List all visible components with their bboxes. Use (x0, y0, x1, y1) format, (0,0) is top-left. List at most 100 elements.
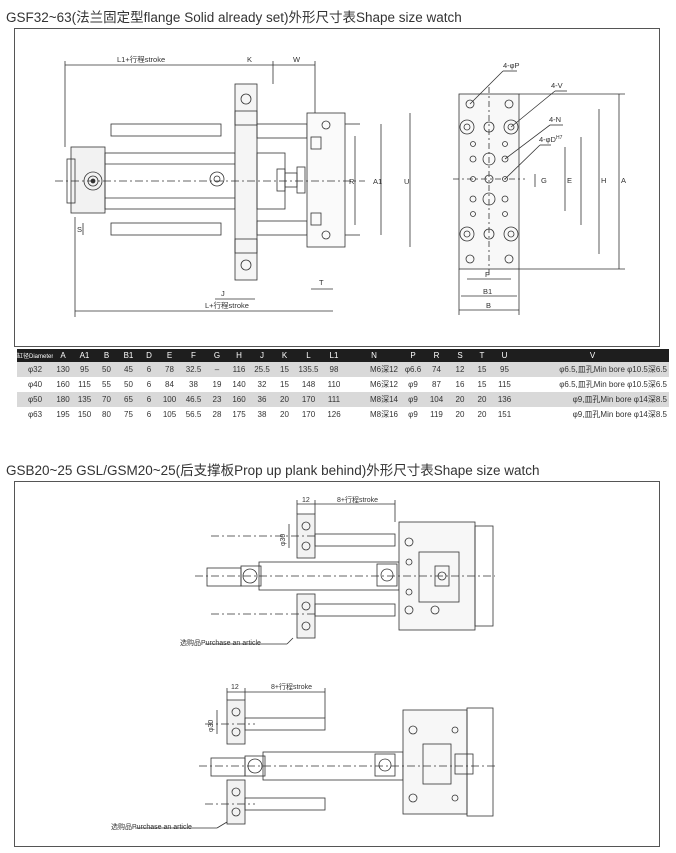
table-cell: 12 (449, 362, 471, 377)
phi30-bottom-label: φ30 (208, 720, 215, 732)
table-cell: 36 (250, 392, 274, 407)
table-cell: 20 (477, 410, 487, 419)
table-cell: 20 (274, 392, 295, 407)
table-cell: 50 (96, 362, 117, 377)
gsf-technical-drawing: L1+行程stroke K W S R A1 U J T L+行程stroke (55, 54, 626, 317)
table-cell: 32.5 (181, 362, 206, 377)
table-cell: 38 (257, 410, 267, 419)
table-cell: 20 (280, 410, 289, 419)
table-cell: φ40 (27, 380, 43, 389)
table-cell: 16 (455, 380, 465, 389)
stroke-bottom-label: 8+行程stroke (271, 682, 312, 691)
table-cell: M8深14 (346, 392, 402, 407)
header-cell: 缸径Diameter (17, 349, 53, 362)
header-cell: A1 (73, 349, 96, 362)
g-label: G (541, 176, 547, 185)
purchase-bottom-label: 选购品Purchase an article (111, 822, 192, 831)
table-cell: 25.5 (250, 362, 274, 377)
table-cell: M8深16 (369, 410, 398, 419)
table-cell: 74 (424, 362, 449, 377)
table-cell: φ9,皿孔Min bore φ14深8.5 (516, 392, 669, 407)
table-cell: 15 (280, 380, 289, 389)
table-cell: 136 (493, 392, 516, 407)
rear-support-bottom-lower (226, 779, 246, 825)
header-cell: F (181, 349, 206, 362)
table-cell: 19 (212, 380, 222, 389)
drawing-frame-gsb: 12 8+行程stroke φ30 选购品Purchase an article (14, 481, 660, 847)
table-cell: 135 (73, 392, 96, 407)
table-cell: 115 (498, 380, 511, 389)
header-cell: B (96, 349, 117, 362)
table-cell: 130 (53, 362, 73, 377)
table-cell: φ32 (17, 362, 53, 377)
table-cell: 170 (295, 392, 322, 407)
stroke-top-label: 8+行程stroke (337, 495, 378, 504)
gsb-technical-drawing: 12 8+行程stroke φ30 选购品Purchase an article (111, 495, 495, 831)
spec-table: 缸径Diameter A A1 B B1 D E F G H J K L L1 … (17, 349, 669, 422)
table-cell: 95 (493, 362, 516, 377)
rear-support-top-lower (296, 593, 316, 639)
header-cell: N (346, 349, 402, 362)
header-cell: G (206, 349, 228, 362)
table-cell: 6 (146, 380, 152, 389)
table-cell: 6 (140, 362, 158, 377)
header-cell: J (250, 349, 274, 362)
table-cell: 87 (432, 380, 441, 389)
body-block-bottom (402, 709, 468, 815)
section2-title: GSB20~25 GSL/GSM20~25(后支撑板Prop up plank … (6, 463, 540, 478)
w-label: W (293, 55, 301, 64)
table-cell: 119 (430, 410, 443, 419)
table-cell: 150 (77, 410, 92, 419)
table-cell: 100 (158, 392, 181, 407)
table-cell: φ6.5,皿孔Min bore φ10.5深6.5 (516, 362, 669, 377)
header-cell: A (53, 349, 73, 362)
table-cell: φ63 (27, 410, 43, 419)
guide-rod-top (110, 123, 222, 137)
table-cell: 80 (102, 410, 111, 419)
l-stroke-label: L+行程stroke (205, 300, 249, 310)
b-label: B (486, 301, 491, 310)
drawing-frame-gsf: L1+行程stroke K W S R A1 U J T L+行程stroke (14, 28, 660, 347)
table-cell: 15 (471, 362, 493, 377)
t-label: T (319, 278, 324, 287)
table-cell: φ6.5,皿孔Min bore φ10.5深6.5 (559, 380, 667, 389)
dim-12-top: 12 (302, 497, 310, 504)
table-cell: 126 (327, 410, 341, 419)
table-cell: 111 (322, 392, 346, 407)
table-header-row: 缸径Diameter A A1 B B1 D E F G H J K L L1 … (17, 349, 669, 362)
section1-title: GSF32~63(法兰固定型flange Solid already set)外… (6, 10, 462, 25)
table-cell: 116 (228, 362, 250, 377)
table-cell: 115 (78, 380, 91, 389)
f-label: F (485, 270, 490, 279)
table-cell: 20 (455, 410, 465, 419)
a1-label: A1 (373, 177, 382, 186)
guide-rod-bottom (110, 222, 222, 236)
header-cell: H (228, 349, 250, 362)
four-d-label: 4-φDH7 (539, 135, 563, 144)
r-label: R (349, 177, 355, 186)
four-p-label: 4-φP (503, 61, 520, 70)
b1-label: B1 (483, 287, 492, 296)
table-cell: 20 (471, 392, 493, 407)
header-cell: L (295, 349, 322, 362)
table-cell: φ6.6 (402, 362, 424, 377)
table-cell: 6 (140, 392, 158, 407)
table-cell: 75 (124, 410, 133, 419)
phi30-top-label: φ30 (280, 534, 287, 546)
u-label: U (404, 177, 409, 186)
flange-plate (234, 83, 258, 281)
table-cell: 70 (96, 392, 117, 407)
l1-stroke-label: L1+行程stroke (117, 54, 165, 64)
table-cell: 50 (124, 380, 133, 389)
table-cell: 195 (56, 410, 70, 419)
table-cell: 148 (301, 380, 316, 389)
header-cell: K (274, 349, 295, 362)
s-label: S (77, 225, 82, 234)
table-cell: 78 (158, 362, 181, 377)
table-cell: 38 (189, 380, 198, 389)
table-cell: φ50 (17, 392, 53, 407)
table-cell: M6深12 (369, 380, 398, 389)
